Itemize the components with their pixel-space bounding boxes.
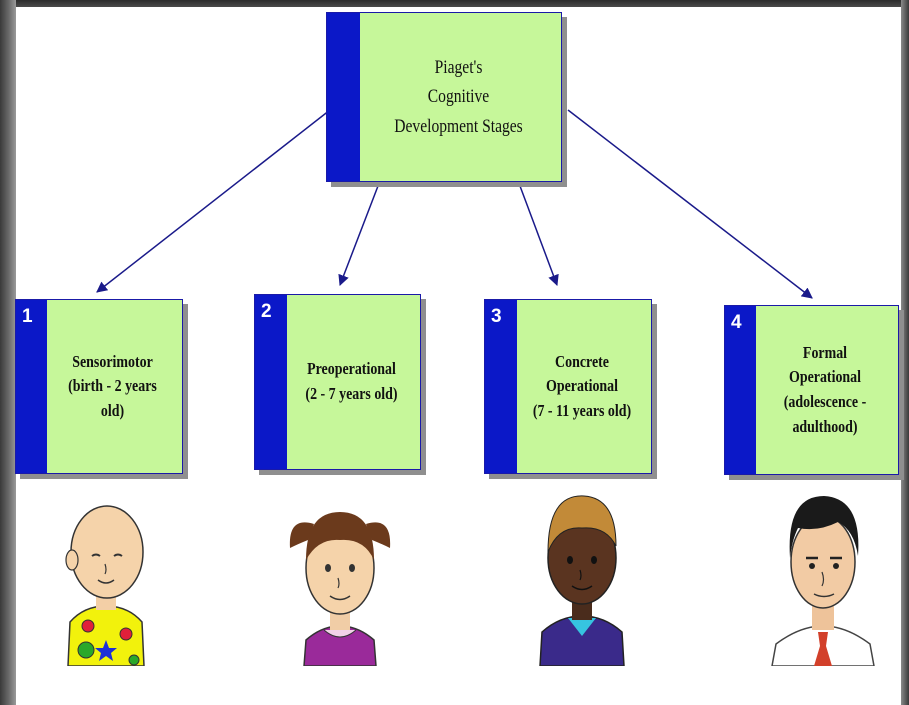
adult-man-illustration xyxy=(771,496,875,666)
stage-accent-bar xyxy=(255,295,287,469)
stage-label-line: adulthood) xyxy=(792,416,858,436)
stage-label: Preoperational (2 - 7 years old) xyxy=(299,295,405,469)
stage-label-line: (birth - 2 years xyxy=(68,376,157,396)
slide-frame-left xyxy=(0,0,16,705)
stage-node-1: 1 Sensorimotor (birth - 2 years old) xyxy=(15,299,183,474)
stage-label-line: (adolescence - xyxy=(783,392,867,411)
stage-node-2: 2 Preoperational (2 - 7 years old) xyxy=(254,294,421,470)
slide-frame-right xyxy=(901,0,909,705)
stage-label: Sensorimotor (birth - 2 years old) xyxy=(59,300,166,473)
stage-number: 3 xyxy=(491,306,502,327)
stage-label-line: Preoperational xyxy=(307,359,396,379)
girl-illustration xyxy=(289,512,391,666)
stage-label-line: old) xyxy=(100,400,125,420)
stage-number: 4 xyxy=(731,312,742,333)
stage-accent-bar xyxy=(725,306,756,474)
stage-number: 2 xyxy=(261,301,272,322)
slide-frame-top xyxy=(0,0,909,7)
baby-illustration xyxy=(65,505,145,666)
root-accent-bar xyxy=(327,13,360,181)
arrow-to-stage-2 xyxy=(338,185,379,287)
stage-label: Concrete Operational (7 - 11 years old) xyxy=(529,300,636,473)
stage-label-line: Concrete xyxy=(555,351,609,371)
stage-label: Formal Operational (adolescence - adulth… xyxy=(768,306,881,474)
stage-accent-bar xyxy=(16,300,47,473)
root-label-line: Development Stages xyxy=(394,115,523,137)
stage-label-line: (7 - 11 years old) xyxy=(532,400,632,420)
stage-number: 1 xyxy=(22,306,33,327)
stage-label-line: Operational xyxy=(545,376,619,396)
stage-accent-bar xyxy=(485,300,517,473)
stage-label-line: Sensorimotor xyxy=(72,351,153,371)
arrow-to-stage-4 xyxy=(567,109,813,299)
stage-node-3: 3 Concrete Operational (7 - 11 years old… xyxy=(484,299,652,474)
boy-illustration xyxy=(539,495,625,666)
stage-label-line: Formal Operational xyxy=(788,342,862,387)
arrow-to-stage-1 xyxy=(96,109,331,293)
root-node: Piaget's Cognitive Development Stages xyxy=(326,12,562,182)
root-label: Piaget's Cognitive Development Stages xyxy=(378,13,540,181)
root-label-line: Piaget's xyxy=(434,56,483,78)
root-label-line: Cognitive xyxy=(427,86,490,108)
stage-label-line: (2 - 7 years old) xyxy=(305,384,398,403)
arrow-to-stage-3 xyxy=(519,185,559,287)
stage-node-4: 4 Formal Operational (adolescence - adul… xyxy=(724,305,899,475)
